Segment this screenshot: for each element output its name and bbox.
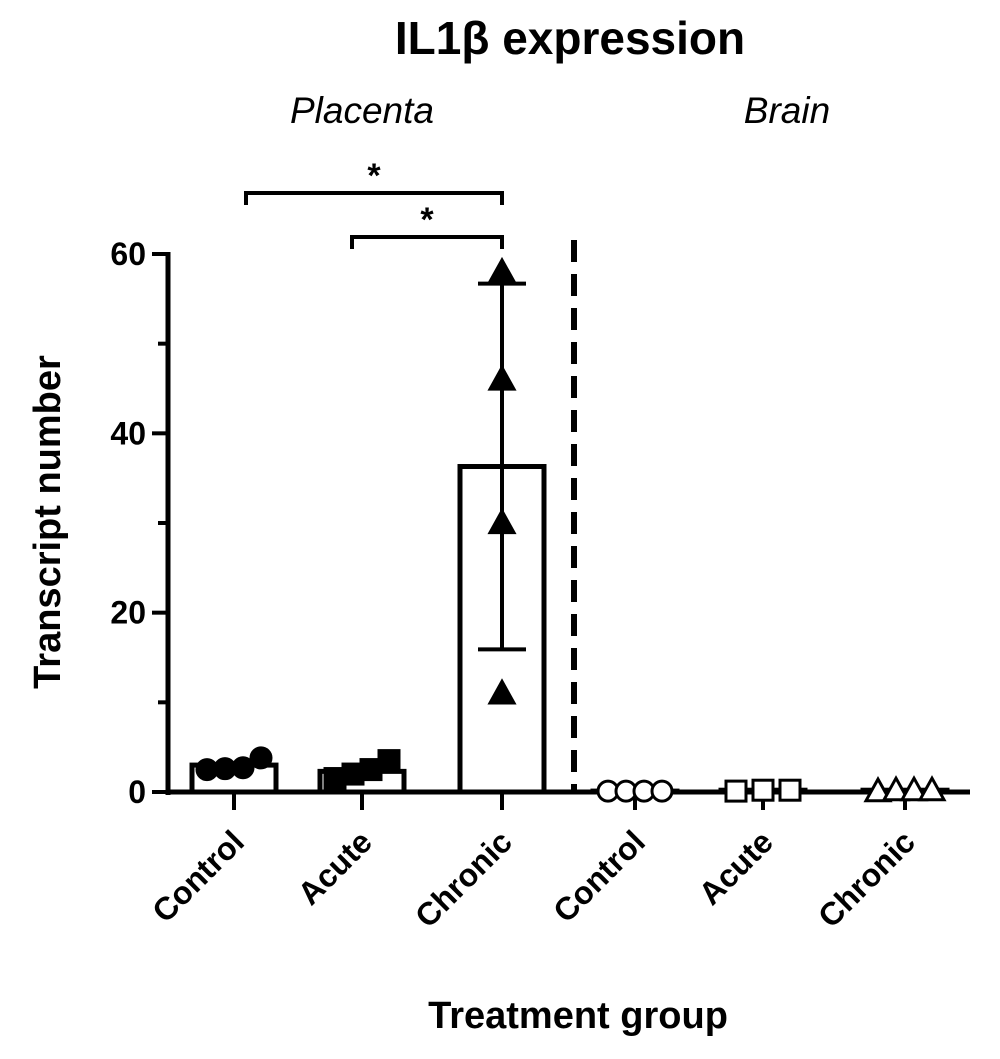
- y-tick-label: 0: [128, 774, 146, 810]
- data-point-triangle: [899, 775, 929, 802]
- x-category-label: Acute: [692, 823, 780, 911]
- data-point-circle: [650, 779, 674, 803]
- data-point-triangle: [917, 775, 947, 802]
- y-tick-label: 20: [110, 595, 146, 631]
- y-tick-label: 40: [110, 415, 146, 451]
- data-point-circle: [249, 746, 273, 770]
- group-label-placenta: Placenta: [290, 90, 434, 131]
- significance-label: *: [420, 201, 434, 239]
- x-category-label: Chronic: [811, 823, 922, 934]
- x-category-label: Control: [546, 823, 652, 929]
- y-axis-title: Transcript number: [27, 355, 69, 689]
- data-point-square: [724, 779, 748, 803]
- chart-title: IL1β expression: [395, 12, 745, 64]
- group-label-brain: Brain: [744, 90, 830, 131]
- x-category-label: Chronic: [408, 823, 519, 934]
- y-tick-label: 60: [110, 236, 146, 272]
- significance-bracket: [244, 191, 504, 205]
- x-category-label: Acute: [291, 823, 379, 911]
- data-point-circle: [231, 756, 255, 780]
- significance-bracket: [350, 235, 504, 249]
- x-axis-title: Treatment group: [428, 995, 728, 1037]
- data-point-triangle: [487, 256, 517, 284]
- significance-label: *: [367, 157, 381, 195]
- data-point-triangle: [863, 776, 893, 803]
- data-point-triangle: [881, 775, 911, 802]
- data-point-square: [377, 749, 401, 773]
- data-point-triangle: [487, 678, 517, 705]
- data-point-triangle: [487, 507, 517, 535]
- x-category-label: Control: [145, 823, 251, 929]
- data-point-square: [778, 778, 802, 802]
- data-point-square: [751, 778, 775, 802]
- data-point-triangle: [487, 364, 517, 391]
